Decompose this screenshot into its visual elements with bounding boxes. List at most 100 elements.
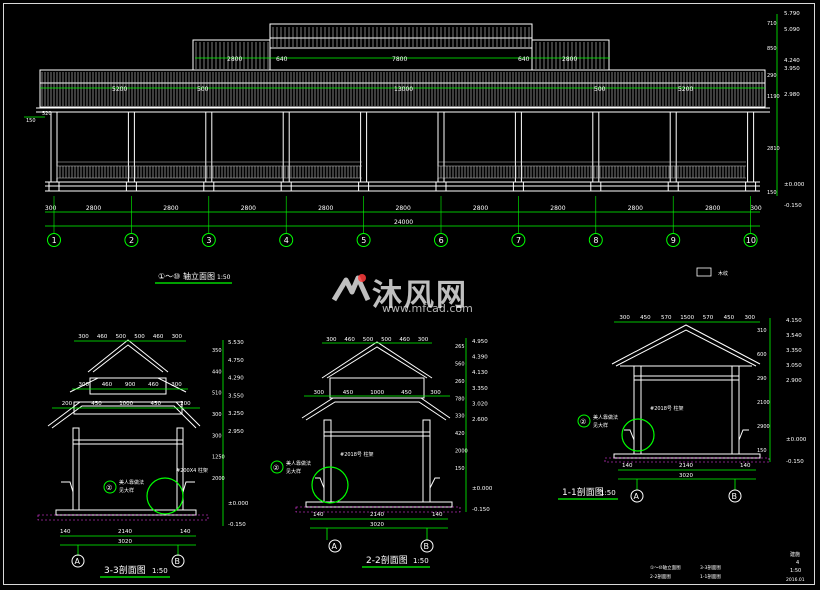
axis-number: 10 xyxy=(746,236,756,245)
dimension-label: 450 xyxy=(640,315,651,321)
elevation-total: 24000 xyxy=(394,219,413,226)
top-span-4: 640 xyxy=(518,56,530,63)
section33-bdim-1: 140 xyxy=(60,529,71,535)
dimension-label: 300 xyxy=(78,334,89,340)
elevation-mid-spans: 5200 500 13000 500 5200 xyxy=(112,86,693,93)
elevation-column xyxy=(282,111,290,183)
s22-axis-a-circle xyxy=(328,539,342,553)
dimension-label: 300 xyxy=(314,390,325,396)
vertical-label: 4.150 xyxy=(786,318,802,324)
dimension-label: 300 xyxy=(430,390,441,396)
vertical-label: 4.950 xyxy=(472,339,488,345)
axis-number: 7 xyxy=(516,236,521,245)
vertical-label: 2100 xyxy=(757,400,770,406)
axis-circle xyxy=(743,233,758,247)
watermark-logo xyxy=(330,270,510,320)
right-dim-5: 2810 xyxy=(767,146,780,152)
vertical-label: 300 xyxy=(212,433,222,439)
section11-note-mark: ② xyxy=(580,418,586,426)
elevation-dimensions xyxy=(24,14,778,227)
drawing-frame xyxy=(3,3,815,585)
elevation-right-labels: 5.790 5.090 4.240 3.950 2.980 ±0.000 -0.… xyxy=(784,11,805,209)
axis-circle xyxy=(124,233,139,247)
titleblock-sheet-no: 4 xyxy=(796,560,799,566)
section11-total: 3020 xyxy=(679,473,693,479)
vertical-label: 2000 xyxy=(212,476,225,482)
section22-title: 2-2剖面图 1:50 xyxy=(362,554,430,568)
titleblock-line-2: 3-3剖面图 xyxy=(700,564,721,571)
vertical-label: 3.550 xyxy=(228,393,244,399)
s22-axis-a-label: A xyxy=(332,542,338,551)
right-dim-2: 850 xyxy=(767,46,777,52)
vertical-label: 290 xyxy=(757,376,767,382)
vertical-label: 2.600 xyxy=(472,417,488,423)
dimension-label: 460 xyxy=(97,334,108,340)
vertical-label: 265 xyxy=(455,344,465,350)
section33-note-sub: 见大样 xyxy=(119,487,134,494)
column-base xyxy=(512,181,524,192)
section11-beam-label: #2018号 柱架 xyxy=(650,405,684,412)
mid-span-4: 500 xyxy=(594,86,606,93)
left-dim-2: 150 xyxy=(26,118,36,124)
dimension-label: 300 xyxy=(171,382,182,388)
column-base xyxy=(125,181,137,192)
top-span-3: 7800 xyxy=(392,56,407,63)
titleblock-line-3: 2-2剖面图 xyxy=(650,573,671,580)
section11-bdim-1: 140 xyxy=(622,463,633,469)
vertical-label: 4.130 xyxy=(472,370,488,376)
vertical-label: 330 xyxy=(455,414,465,420)
elevation-left-dims: 520 150 xyxy=(26,111,52,124)
mid-span-2: 500 xyxy=(197,86,209,93)
axis-number: 5 xyxy=(361,236,366,245)
elevation-title-text: 轴立面图 xyxy=(183,271,215,281)
vertical-label: 780 xyxy=(455,396,465,402)
section22-note-sub: 见大样 xyxy=(286,468,301,475)
vertical-label: 3.250 xyxy=(228,411,244,417)
column-base xyxy=(667,181,679,192)
section11-axes: A B xyxy=(630,489,742,503)
section33-elev-zero: ±0.000 xyxy=(228,501,249,507)
vertical-label: 4.750 xyxy=(228,358,244,364)
section11-note-sub: 见大样 xyxy=(593,422,608,429)
titleblock-line-4: 1-1剖面图 xyxy=(700,573,721,580)
section22-total: 3020 xyxy=(370,522,384,528)
right-dim-6: 150 xyxy=(767,190,777,196)
vertical-label: 2.950 xyxy=(228,429,244,435)
elev-label-2: 5.090 xyxy=(784,27,800,33)
axis-number: 4 xyxy=(284,236,289,245)
dimension-label: 300 xyxy=(619,315,630,321)
section11-note: ② 美人靠做法 见大样 xyxy=(577,414,618,429)
section11-ground-hatch xyxy=(604,457,770,463)
elevation-column xyxy=(747,111,755,183)
dimension-label: 450 xyxy=(91,401,102,407)
dimension-label: 450 xyxy=(151,401,162,407)
axis-number: 8 xyxy=(593,236,598,245)
dimension-label: 300 xyxy=(418,337,429,343)
titleblock-scale: 1:50 xyxy=(790,568,801,574)
elev-label-6: ±0.000 xyxy=(784,182,805,188)
s11-axis-a-circle xyxy=(630,489,644,503)
bottom-span-label: 2800 xyxy=(396,205,411,212)
section22-bottom: ±0.000 -0.150 140 2140 140 3020 #2018号 柱… xyxy=(313,451,493,528)
section33-bdim-2: 2140 xyxy=(118,529,132,535)
watermark-logo-icon xyxy=(331,274,371,302)
section33-title-scale: 1:50 xyxy=(152,567,168,575)
legend: 木纹 xyxy=(696,267,728,277)
dimension-label: 500 xyxy=(381,337,392,343)
dimension-label: 1000 xyxy=(119,401,133,407)
section33-axes: A B xyxy=(71,554,185,568)
vertical-label: 350 xyxy=(212,348,222,354)
bottom-span-label: 2800 xyxy=(550,205,565,212)
dimension-label: 450 xyxy=(401,390,412,396)
vertical-label: 560 xyxy=(455,361,465,367)
dimension-label: 900 xyxy=(125,382,136,388)
dimension-label: 460 xyxy=(153,334,164,340)
vertical-label: 600 xyxy=(757,352,767,358)
section22-bdim-3: 140 xyxy=(432,512,443,518)
vertical-label: 3.020 xyxy=(472,401,488,407)
